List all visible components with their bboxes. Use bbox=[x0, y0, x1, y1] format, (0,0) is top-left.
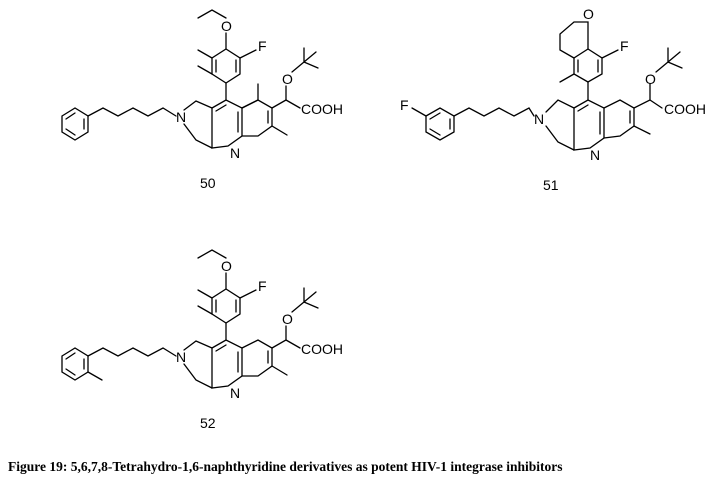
compound-50-ring-n: N bbox=[176, 109, 186, 125]
compound-50-structure bbox=[61, 9, 319, 149]
compound-50-pyridine-n: N bbox=[230, 145, 240, 161]
compound-51-fluoro: F bbox=[620, 38, 629, 54]
compound-51-ring-n: N bbox=[534, 111, 544, 127]
compound-50-fluoro: F bbox=[258, 38, 267, 54]
compound-51-acid: COOH bbox=[664, 101, 706, 117]
compound-52-pyridine-n: N bbox=[230, 385, 240, 401]
compound-50-tbu-o: O bbox=[282, 71, 293, 87]
compound-50-ether-o: O bbox=[221, 18, 232, 34]
compound-50-acid: COOH bbox=[301, 101, 343, 117]
compound-52-ether-o: O bbox=[221, 258, 232, 274]
compound-52-fluoro: F bbox=[258, 278, 267, 294]
compound-52-acid: COOH bbox=[301, 341, 343, 357]
compound-51-chroman-o: O bbox=[583, 6, 594, 22]
compound-51-aryl-fluoro: F bbox=[400, 97, 409, 113]
compound-51-pyridine-n: N bbox=[590, 147, 600, 163]
compound-51-structure bbox=[411, 21, 683, 151]
compound-52-structure bbox=[61, 249, 319, 389]
compound-51-tbu-o: O bbox=[645, 71, 656, 87]
compound-51-number: 51 bbox=[543, 177, 559, 193]
figure-caption: Figure 19: 5,6,7,8-Tetrahydro-1,6-naphth… bbox=[8, 459, 563, 474]
compound-50-number: 50 bbox=[200, 175, 216, 191]
compound-52-ring-n: N bbox=[176, 349, 186, 365]
compound-52-number: 52 bbox=[200, 415, 216, 431]
compound-52-tbu-o: O bbox=[282, 311, 293, 327]
